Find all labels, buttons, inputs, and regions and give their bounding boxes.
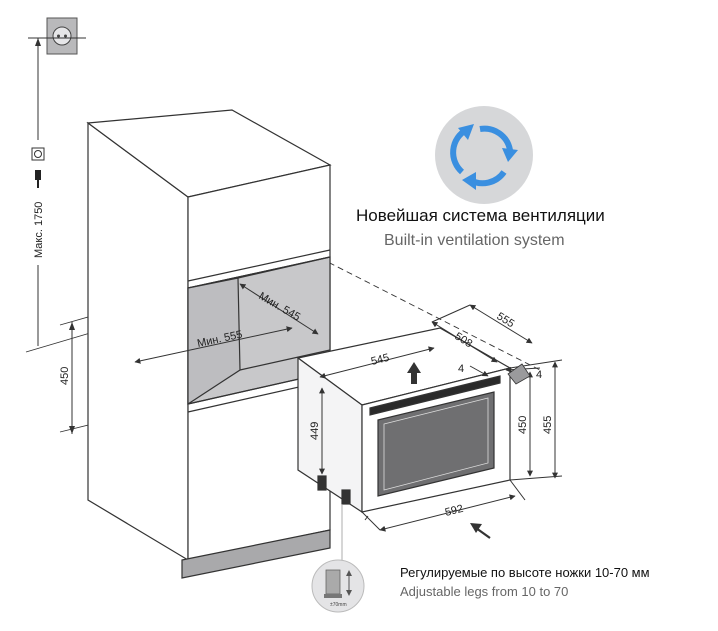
adjustable-leg-icon-label: ±70mm [330, 602, 347, 608]
appliance-total-depth-label: 555 [494, 310, 516, 330]
appliance-front-height-label: 449 [309, 422, 321, 440]
niche-height-label: 450 [59, 367, 71, 385]
door-gap-icon [507, 363, 531, 385]
adjustable-legs-callout: ±70mm [311, 504, 365, 613]
ventilation-title-ru: Новейшая система вентиляции [356, 206, 605, 225]
appliance-height-455-label: 455 [542, 416, 554, 434]
ventilation-title-en: Built-in ventilation system [384, 232, 565, 249]
view-arrow-icon [470, 523, 491, 539]
niche-height-dimension: 450 [59, 322, 75, 434]
ventilation-arrows-icon [435, 106, 533, 204]
legs-title-ru: Регулируемые по высоте ножки 10-70 мм [400, 565, 650, 580]
wall-socket-icon [28, 17, 86, 55]
door-gap-label: 4 [536, 369, 542, 381]
appliance-height-450-label: 450 [517, 416, 529, 434]
max-height-dimension: Макс. 1750 [31, 38, 45, 346]
door-depth-label: 4 [458, 363, 464, 375]
bottom-width-label: 592 [444, 503, 465, 519]
appliance-width-label: 545 [370, 352, 391, 368]
legs-title-en: Adjustable legs from 10 to 70 [400, 584, 569, 599]
adjustable-leg-icon [324, 569, 352, 598]
max-height-label: Макс. 1750 [33, 202, 45, 258]
